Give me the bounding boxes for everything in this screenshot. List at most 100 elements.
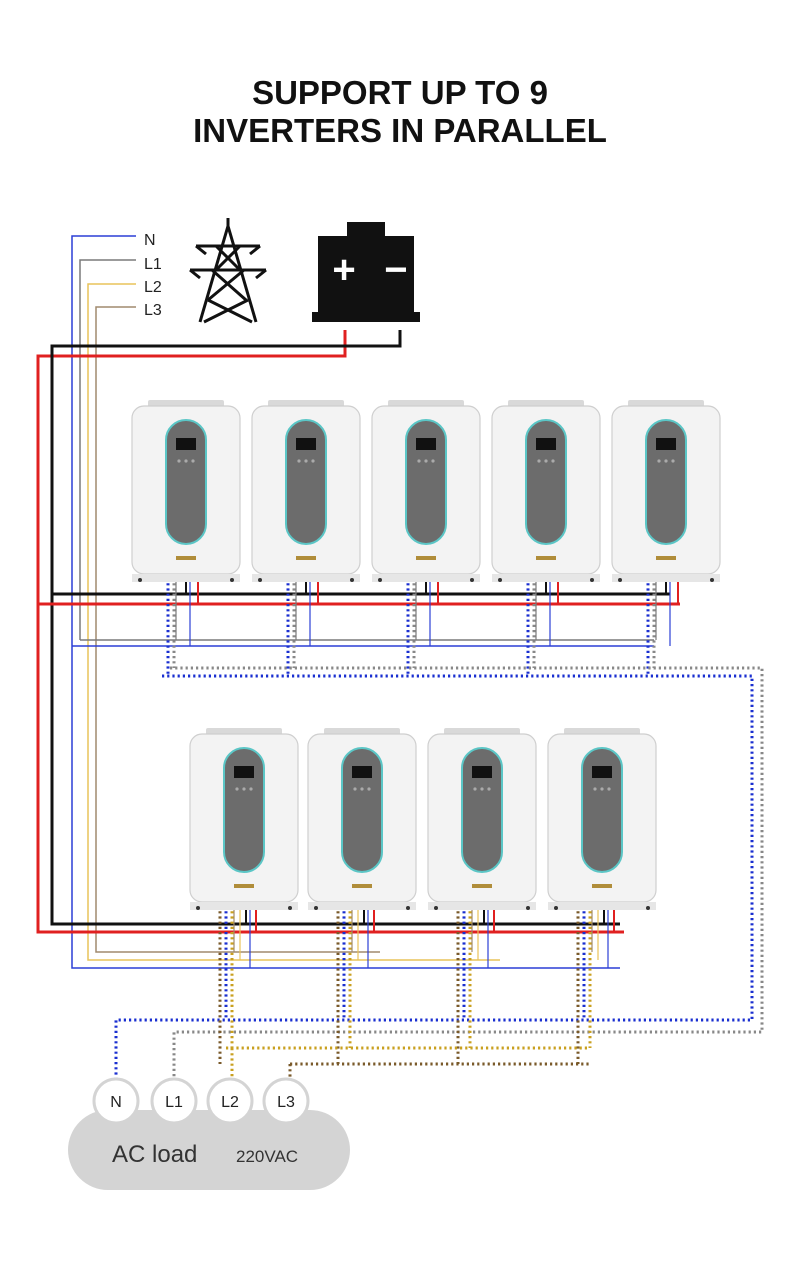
battery-plus-icon: + [332, 248, 355, 292]
wire-grid-n [71, 235, 620, 969]
inverter-logo [176, 556, 196, 560]
inverter-indicator-led [311, 459, 315, 463]
inverter-unit [131, 400, 241, 582]
inverter-indicator-led [177, 459, 181, 463]
inverter-front-panel [461, 747, 503, 873]
inverter-front-panel [223, 747, 265, 873]
wire-parallel-comm-blue-bus [114, 674, 754, 1084]
inverter-foot [378, 578, 382, 582]
inverter-indicator-led [184, 459, 188, 463]
ac-load-voltage: 220VAC [236, 1147, 298, 1166]
grid-label-n: N [144, 232, 156, 249]
inverter-indicator-led [431, 459, 435, 463]
ac-terminal-l2 [206, 1077, 254, 1125]
ac-terminal-l1 [150, 1077, 198, 1125]
wire-grid-l2 [87, 283, 500, 961]
wire-grid-l3 [95, 306, 380, 953]
inverter-indicator-led [593, 787, 597, 791]
title-line-1: SUPPORT UP TO 9 [252, 74, 548, 111]
inverter-foot [710, 578, 714, 582]
inverter-unit [251, 400, 361, 582]
grid-label-l3: L3 [144, 302, 162, 319]
inverter-indicator-led [537, 459, 541, 463]
inverter-foot [526, 906, 530, 910]
inverter-unit [427, 728, 537, 910]
inverter-terminal-strip [612, 574, 720, 582]
inverter-display [176, 438, 196, 450]
inverter-foot [138, 578, 142, 582]
inverter-logo [234, 884, 254, 888]
title-line-2: INVERTERS IN PARALLEL [193, 112, 607, 149]
inverter-indicator-led [657, 459, 661, 463]
battery-icon: + − [312, 222, 420, 322]
inverter-indicator-led [600, 787, 604, 791]
inverter-display [296, 438, 316, 450]
ac-load-body [68, 1110, 350, 1190]
inverter-unit [189, 728, 299, 910]
inverter-indicator-led [664, 459, 668, 463]
inverter-foot [406, 906, 410, 910]
inverter-unit [491, 400, 601, 582]
inverter-indicator-led [487, 787, 491, 791]
inverter-foot [350, 578, 354, 582]
inverter-indicator-led [607, 787, 611, 791]
grid-label-l2: L2 [144, 279, 162, 296]
page-title: SUPPORT UP TO 9 INVERTERS IN PARALLEL [0, 74, 800, 150]
wire-grid-l1 [79, 259, 136, 640]
inverter-indicator-led [235, 787, 239, 791]
inverter-indicator-led [353, 787, 357, 791]
inverter-terminal-strip [372, 574, 480, 582]
inverter-foot [314, 906, 318, 910]
inverter-logo [472, 884, 492, 888]
inverter-unit [547, 728, 657, 910]
inverter-display [536, 438, 556, 450]
inverter-logo [536, 556, 556, 560]
grid-label-l1: L1 [144, 256, 162, 273]
inverter-foot [498, 578, 502, 582]
grid-legend: N L1 L2 L3 [144, 232, 162, 319]
inverter-foot [230, 578, 234, 582]
inverter-foot [434, 906, 438, 910]
inverter-terminal-strip [548, 902, 656, 910]
inverter-foot [288, 906, 292, 910]
inverter-foot [470, 578, 474, 582]
inverter-indicator-led [304, 459, 308, 463]
ac-terminal-label-l3: L3 [277, 1094, 295, 1111]
inverter-front-panel [285, 419, 327, 545]
inverter-logo [296, 556, 316, 560]
inverter-indicator-led [191, 459, 195, 463]
inverter-indicator-led [297, 459, 301, 463]
inverter-terminal-strip [428, 902, 536, 910]
inverter-indicator-led [360, 787, 364, 791]
inverter-indicator-led [473, 787, 477, 791]
inverter-front-panel [525, 419, 567, 545]
inverter-front-panel [581, 747, 623, 873]
ac-load-label: AC load [112, 1141, 197, 1168]
inverter-display [592, 766, 612, 778]
inverter-display [656, 438, 676, 450]
inverter-indicator-led [671, 459, 675, 463]
inverter-logo [352, 884, 372, 888]
inverter-indicator-led [249, 787, 253, 791]
ac-terminal-n [92, 1077, 140, 1125]
inverter-display [416, 438, 436, 450]
ac-terminal-label-l2: L2 [221, 1094, 239, 1111]
inverter-indicator-led [417, 459, 421, 463]
inverter-unit [371, 400, 481, 582]
inverter-indicator-led [544, 459, 548, 463]
inverter-display [234, 766, 254, 778]
inverter-terminal-strip [492, 574, 600, 582]
inverter-terminal-strip [252, 574, 360, 582]
inverter-indicator-led [480, 787, 484, 791]
inverters [131, 400, 721, 910]
battery-minus-icon: − [384, 248, 407, 292]
wire-dc-negative [50, 330, 620, 926]
inverter-indicator-led [424, 459, 428, 463]
wire-parallel-comm-gray-bus [170, 666, 764, 1084]
inverter-foot [196, 906, 200, 910]
inverter-logo [656, 556, 676, 560]
inverter-foot [590, 578, 594, 582]
